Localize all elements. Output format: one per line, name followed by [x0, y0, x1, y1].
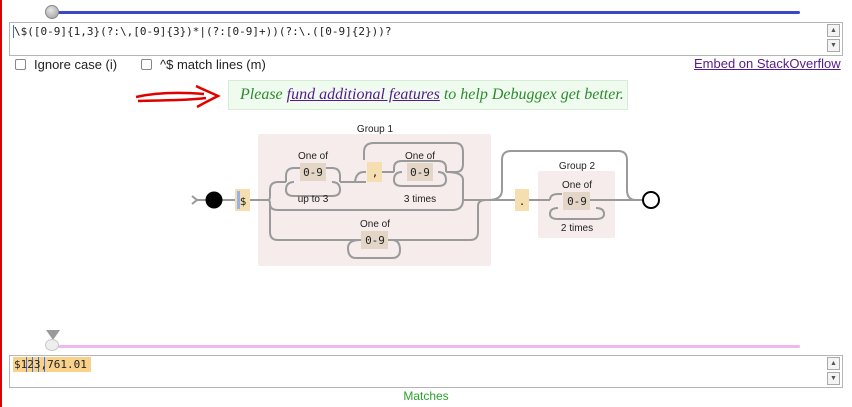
- scroll-down-icon[interactable]: ▼: [827, 39, 840, 52]
- red-arrow-icon: [135, 84, 221, 109]
- oneof-upto3-range: 0-9: [303, 166, 323, 179]
- regex-diagram: Group 1 Group 2 $: [191, 124, 660, 266]
- group1-label: Group 1: [357, 124, 394, 135]
- group-marker: [44, 357, 45, 372]
- multiline-checkbox[interactable]: [141, 59, 152, 70]
- oneof-3times-repeat: 3 times: [404, 194, 436, 205]
- dollar-literal: $: [240, 195, 247, 208]
- oneof-3times-label: One of: [405, 151, 435, 162]
- oneof-upto3-repeat: up to 3: [298, 194, 329, 205]
- start-node-icon: [205, 191, 223, 209]
- group2-label: Group 2: [559, 161, 596, 172]
- oneof-plus-label: One of: [360, 219, 390, 230]
- matches-label: Matches: [403, 389, 449, 403]
- scroll-down-icon[interactable]: ▼: [827, 372, 840, 385]
- oneof-upto3-range-box: [300, 163, 326, 181]
- regex-scrollbar[interactable]: ▲ ▼: [827, 24, 841, 54]
- dot-literal: .: [519, 195, 526, 208]
- oneof-2times-range-box: [563, 192, 590, 210]
- test-string-text: $123,761.01: [14, 358, 87, 371]
- oneof-upto3-label: One of: [298, 151, 328, 162]
- embed-stackoverflow-link[interactable]: Embed on StackOverflow: [694, 56, 841, 71]
- oneof-2times-repeat: 2 times: [561, 223, 593, 234]
- group-marker: [26, 357, 27, 372]
- regex-input[interactable]: \$([0-9]{1,3}(?:\,[0-9]{3})*|(?:[0-9]+))…: [9, 22, 843, 56]
- group-marker: [38, 357, 39, 372]
- bottom-slider-pointer-icon[interactable]: [46, 330, 60, 340]
- ignore-case-option[interactable]: Ignore case (i): [15, 57, 117, 72]
- test-scrollbar[interactable]: ▲ ▼: [827, 357, 841, 387]
- left-border: [0, 0, 2, 407]
- fund-link[interactable]: fund additional features: [286, 86, 440, 103]
- bottom-slider-track[interactable]: [52, 345, 800, 348]
- comma-literal-box: [367, 162, 382, 182]
- ignore-case-checkbox[interactable]: [15, 59, 26, 70]
- oneof-3times-range: 0-9: [410, 166, 430, 179]
- regex-caret: [13, 25, 14, 38]
- group-marker: [32, 357, 33, 372]
- dot-literal-box: [515, 189, 529, 211]
- multiline-option[interactable]: ^$ match lines (m): [141, 57, 266, 72]
- fund-text-before: Please: [240, 86, 287, 103]
- regex-text: \$([0-9]{1,3}(?:\,[0-9]{3})*|(?:[0-9]+))…: [14, 25, 392, 38]
- oneof-plus-range: 0-9: [365, 234, 385, 247]
- scroll-up-icon[interactable]: ▲: [827, 24, 840, 37]
- top-slider-track[interactable]: [52, 11, 800, 14]
- oneof-2times-label: One of: [562, 180, 592, 191]
- scroll-up-icon[interactable]: ▲: [827, 357, 840, 370]
- test-string-input[interactable]: $123,761.01 ▲ ▼: [9, 355, 843, 388]
- oneof-plus-range-box: [361, 231, 388, 249]
- top-slider-thumb[interactable]: [45, 5, 59, 19]
- multiline-label: ^$ match lines (m): [160, 57, 266, 72]
- fund-banner: Please fund additional features to help …: [228, 80, 628, 110]
- end-node-icon: [642, 191, 660, 209]
- oneof-2times-range: 0-9: [567, 195, 587, 208]
- ignore-case-label: Ignore case (i): [34, 57, 118, 72]
- oneof-3times-range-box: [407, 163, 433, 181]
- comma-literal: ,: [372, 166, 379, 179]
- fund-text-after: to help Debuggex get better.: [439, 86, 624, 103]
- bottom-slider-thumb[interactable]: [45, 339, 59, 351]
